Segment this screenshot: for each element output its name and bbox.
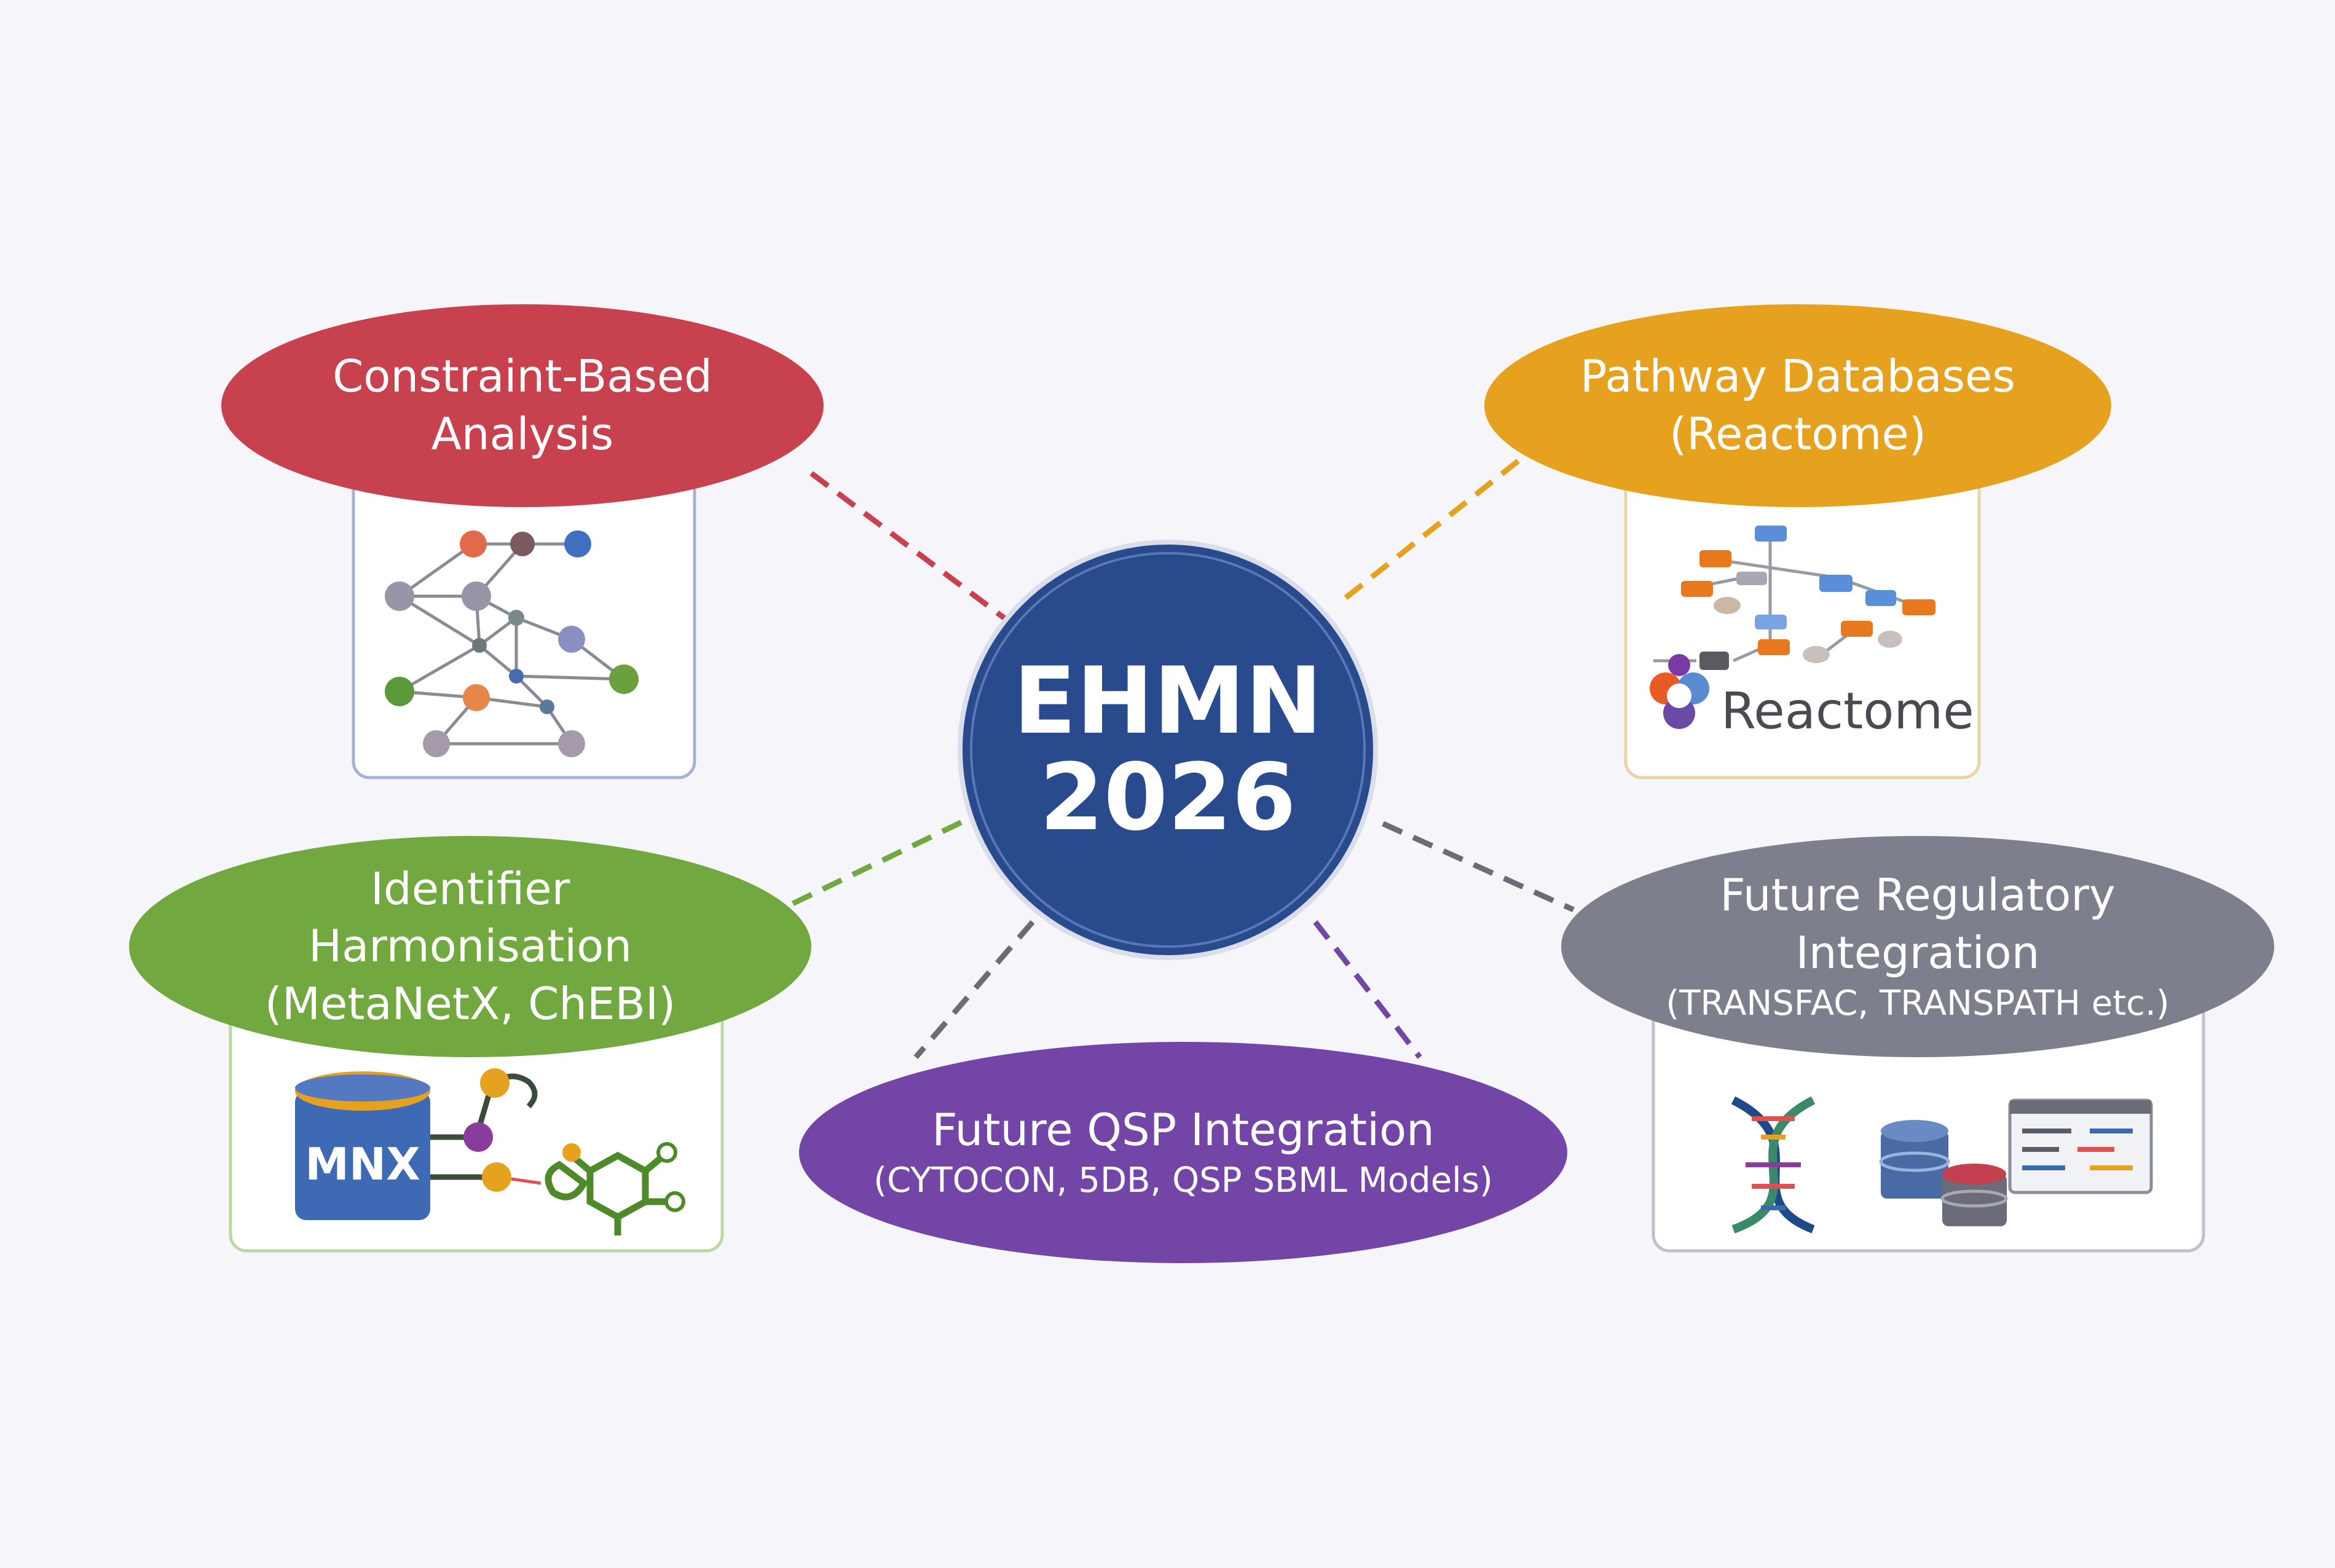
label-pathway: Pathway Databases (Reactome)	[1515, 320, 2081, 492]
mnx-badge: MNX	[305, 1138, 420, 1190]
center-line1: EHMN	[1013, 647, 1323, 755]
qsp-line2: (CYTOCON, 5DB, QSP SBML Models)	[873, 1160, 1493, 1201]
connector-pathway	[1338, 459, 1520, 605]
dna-database-icon	[1731, 1096, 2153, 1234]
reactome-logo-text: Reactome	[1721, 682, 1974, 741]
regulatory-line2: Integration	[1795, 926, 2040, 979]
ellipse-identifier	[129, 836, 811, 1057]
qsp-line1: Future QSP Integration	[932, 1103, 1435, 1156]
pathway-line1: Pathway Databases	[1580, 350, 2015, 403]
regulatory-line3: (TRANSFAC, TRANSPATH etc.)	[1666, 983, 2170, 1024]
label-regulatory: Future Regulatory Integration (TRANSFAC,…	[1592, 845, 2243, 1048]
pathway-line2: (Reactome)	[1669, 408, 1926, 460]
center-title: EHMN 2026	[959, 615, 1377, 885]
connector-qsp-right	[1313, 920, 1422, 1059]
ellipse-constraint	[221, 304, 824, 507]
connector-regulatory	[1382, 821, 1575, 913]
constraint-line1: Constraint-Based	[333, 350, 712, 403]
label-constraint: Constraint-Based Analysis	[246, 320, 799, 492]
connector-qsp-left	[913, 920, 1035, 1059]
ellipse-pathway	[1484, 304, 2111, 507]
ellipse-regulatory	[1561, 836, 2274, 1057]
connector-identifier	[792, 817, 966, 907]
center-line2: 2026	[1039, 744, 1296, 851]
connector-constraint	[809, 471, 1010, 623]
center-circle	[958, 540, 1378, 960]
database-molecule-icon	[295, 1068, 685, 1235]
ellipse-qsp	[799, 1042, 1567, 1263]
constraint-line2: Analysis	[431, 408, 614, 460]
pathway-diagram-icon	[1653, 526, 1935, 670]
identifier-line3: (MetaNetX, ChEBI)	[264, 977, 676, 1030]
reactome-logo-icon	[1650, 654, 1709, 729]
label-qsp: Future QSP Integration (CYTOCON, 5DB, QS…	[830, 1057, 1537, 1248]
identifier-line1: Identifier	[370, 862, 570, 915]
identifier-line2: Harmonisation	[309, 920, 632, 972]
regulatory-line1: Future Regulatory	[1720, 869, 2116, 921]
label-identifier: Identifier Harmonisation (MetaNetX, ChEB…	[160, 845, 781, 1048]
